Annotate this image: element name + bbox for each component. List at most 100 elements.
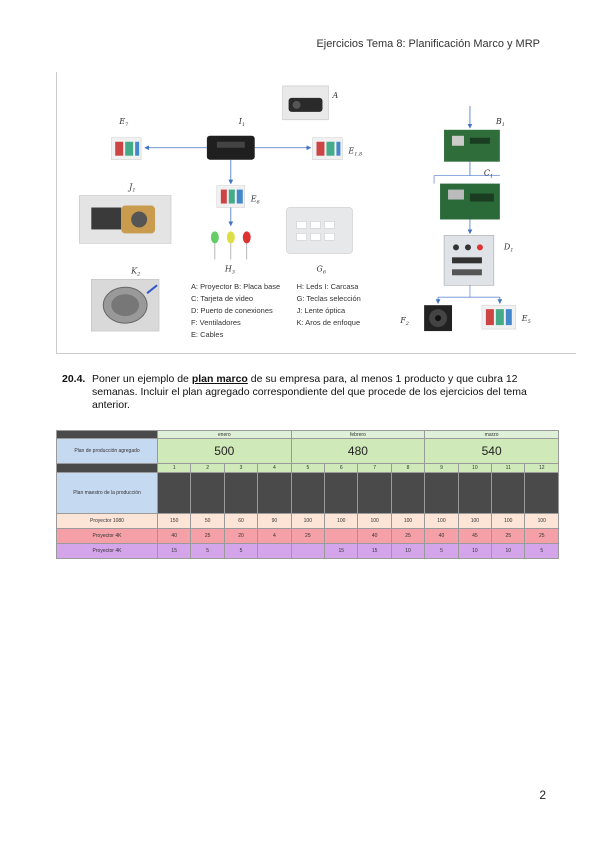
table-cell: 100 <box>491 513 526 529</box>
label-e18: E1,8 <box>347 147 362 158</box>
ports-panel-image <box>443 235 495 286</box>
table-cell <box>324 528 359 544</box>
table-cell: 40 <box>357 528 392 544</box>
leds-image <box>210 231 251 260</box>
table-cell: 5 <box>424 543 459 559</box>
week-header: 7 <box>357 463 392 473</box>
table-cell: 100 <box>290 513 326 529</box>
question-line1-pre: Poner un ejemplo de <box>92 373 192 385</box>
page-number: 2 <box>539 788 546 802</box>
label-e6: E6 <box>250 195 260 206</box>
week-header: 10 <box>457 463 493 473</box>
table-cell: 10 <box>491 543 526 559</box>
question-line2: semanas. Incluir el plan agregado corres… <box>92 386 527 398</box>
month-header: marzo <box>424 430 559 439</box>
master-plan-row: Plan maestro de la producción <box>56 472 559 514</box>
bom-diagram: A I1 E7 E1,8 <box>79 85 531 339</box>
legend-left-1: C: Tarjeta de video <box>191 294 253 303</box>
table-cell: 5 <box>524 543 559 559</box>
table-cell: 100 <box>357 513 392 529</box>
label-i1: I1 <box>238 117 245 128</box>
legend-right-0: H: Leds I: Carcasa <box>297 282 360 291</box>
question-line1-post: de su empresa para, al menos 1 producto … <box>247 373 518 385</box>
motherboard-image <box>444 129 500 162</box>
table-cell: 40 <box>156 528 192 544</box>
table-cell <box>290 543 326 559</box>
month-header: enero <box>157 430 292 439</box>
legend-left-0: A: Proyector B: Placa base <box>191 282 280 291</box>
legend-right-2: J: Lente óptica <box>297 306 346 315</box>
week-header: 8 <box>390 463 426 473</box>
table-cell: 50 <box>190 513 225 529</box>
table-row: Proyector 4K 15 5 5 15 15 10 5 10 10 5 <box>56 543 559 559</box>
table-cell: 100 <box>324 513 359 529</box>
table-cell: 10 <box>390 543 426 559</box>
keypad-image <box>286 207 353 254</box>
week-header: 11 <box>491 463 526 473</box>
table-cell: 15 <box>324 543 359 559</box>
legend-left-4: E: Cables <box>191 330 224 339</box>
table-cell <box>257 543 292 559</box>
question-20-4: 20.4.Poner un ejemplo de plan marco de s… <box>62 373 542 412</box>
label-f2: F2 <box>399 316 409 327</box>
cable-image-e6 <box>216 185 246 208</box>
bom-figure: A I1 E7 E1,8 <box>56 72 576 354</box>
question-line3: anterior. <box>92 399 130 411</box>
table-cell: 15 <box>156 543 192 559</box>
label-c1: C1 <box>484 169 493 180</box>
focus-ring-image <box>91 279 160 332</box>
label-e5: E5 <box>521 314 531 325</box>
cable-image-e18 <box>312 137 343 160</box>
projector-image <box>282 85 329 121</box>
label-h3: H3 <box>224 264 235 275</box>
table-cell: 25 <box>491 528 526 544</box>
week-header: 3 <box>223 463 259 473</box>
legend-left-3: F: Ventiladores <box>191 318 241 327</box>
table-cell: 100 <box>390 513 426 529</box>
table-cell: 15 <box>357 543 392 559</box>
product-name: Proyector 4K <box>56 528 158 544</box>
label-d1: D1 <box>503 242 514 253</box>
master-plan-label: Plan maestro de la producción <box>56 472 158 514</box>
table-row: Proyector 4K 40 25 20 4 25 40 25 40 45 2… <box>56 528 559 544</box>
week-header: 4 <box>257 463 292 473</box>
week-header: 12 <box>524 463 559 473</box>
housing-image <box>206 135 255 160</box>
label-e7: E7 <box>118 117 129 128</box>
table-cell: 100 <box>524 513 559 529</box>
month-header: febrero <box>290 430 426 439</box>
table-cell: 25 <box>390 528 426 544</box>
week-header: 6 <box>324 463 359 473</box>
month-header-row: enero febrero marzo <box>56 430 559 439</box>
page-header: Ejercicios Tema 8: Planificación Marco y… <box>316 38 540 50</box>
table-cell: 90 <box>257 513 292 529</box>
table-cell: 150 <box>156 513 192 529</box>
table-cell: 25 <box>190 528 225 544</box>
table-cell: 60 <box>223 513 259 529</box>
week-header: 5 <box>290 463 326 473</box>
video-card-image <box>440 183 500 220</box>
table-cell: 20 <box>223 528 259 544</box>
label-g6: G6 <box>317 264 327 275</box>
table-cell: 25 <box>524 528 559 544</box>
table-row: Proyector 1080 150 50 60 90 100 100 100 … <box>56 513 559 529</box>
aggregate-value: 480 <box>290 438 426 464</box>
table-cell: 10 <box>457 543 493 559</box>
table-cell: 25 <box>290 528 326 544</box>
week-header: 1 <box>156 463 192 473</box>
master-plan-table: enero febrero marzo Plan de producción a… <box>56 430 559 559</box>
aggregate-value: 500 <box>157 438 292 464</box>
table-cell: 100 <box>424 513 459 529</box>
aggregate-plan-label: Plan de producción agregado <box>56 438 158 464</box>
table-cell: 5 <box>223 543 259 559</box>
cable-image-e7 <box>110 137 142 160</box>
aggregate-plan-row: Plan de producción agregado 500 480 540 <box>56 438 559 464</box>
product-name: Proyector 4K <box>56 543 158 559</box>
table-cell: 100 <box>457 513 493 529</box>
label-b1: B1 <box>495 117 505 128</box>
question-number: 20.4. <box>62 373 86 385</box>
table-cell: 4 <box>257 528 292 544</box>
product-name: Proyector 1080 <box>56 513 158 529</box>
week-header-row: 1 2 3 4 5 6 7 8 9 10 11 12 <box>56 463 559 473</box>
legend-left-2: D: Puerto de conexiones <box>191 306 273 315</box>
